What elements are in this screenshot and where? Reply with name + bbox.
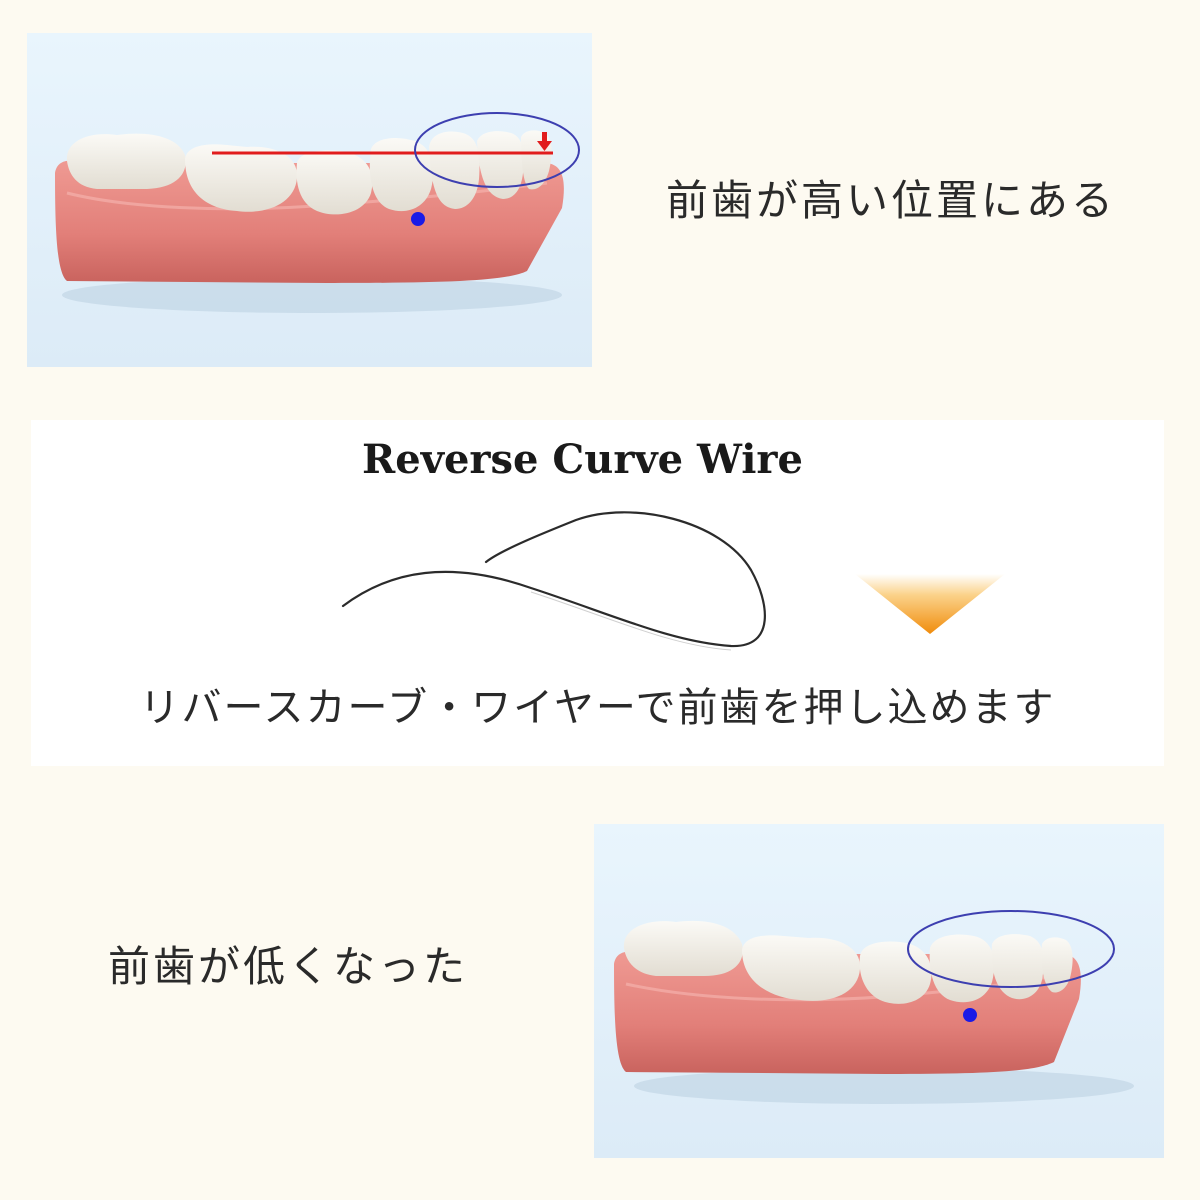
down-triangle-arrow-icon: [855, 574, 1005, 634]
shadow: [634, 1068, 1134, 1104]
premolar-2: [369, 137, 434, 212]
premolar-1: [859, 941, 932, 1004]
shadow: [62, 277, 562, 313]
highlight-ellipse: [414, 112, 580, 188]
wire-title: Reverse Curve Wire: [362, 436, 803, 483]
molar-2: [185, 144, 298, 212]
down-arrow-icon: [537, 132, 552, 151]
front-tooth-3: [1041, 937, 1073, 993]
premolar-1: [296, 150, 373, 215]
front-tooth-1: [429, 131, 480, 209]
marker-dot: [963, 1008, 977, 1022]
bottom-caption: 前歯が低くなった: [108, 942, 469, 991]
molar-1: [623, 920, 743, 976]
molar-2: [742, 935, 861, 1001]
bottom-teeth-illustration: [594, 824, 1164, 1158]
front-tooth-2: [477, 131, 524, 199]
marker-dot: [411, 212, 425, 226]
wire-illustration: [341, 511, 1005, 651]
molar-1: [66, 133, 186, 189]
bottom-teeth-panel: [594, 824, 1164, 1158]
top-caption: 前歯が高い位置にある: [666, 176, 1117, 225]
top-teeth-panel: [27, 33, 592, 367]
wire-caption: リバースカーブ・ワイヤーで前歯を押し込めます: [139, 685, 1056, 731]
highlight-ellipse: [907, 910, 1115, 988]
wire-curve: [341, 511, 766, 648]
reverse-curve-wire-box: Reverse Curve Wire リバースカーブ・ワイヤーで前歯を押し込めま…: [31, 420, 1164, 766]
top-teeth-illustration: [27, 33, 592, 367]
front-tooth-2: [991, 934, 1044, 1000]
